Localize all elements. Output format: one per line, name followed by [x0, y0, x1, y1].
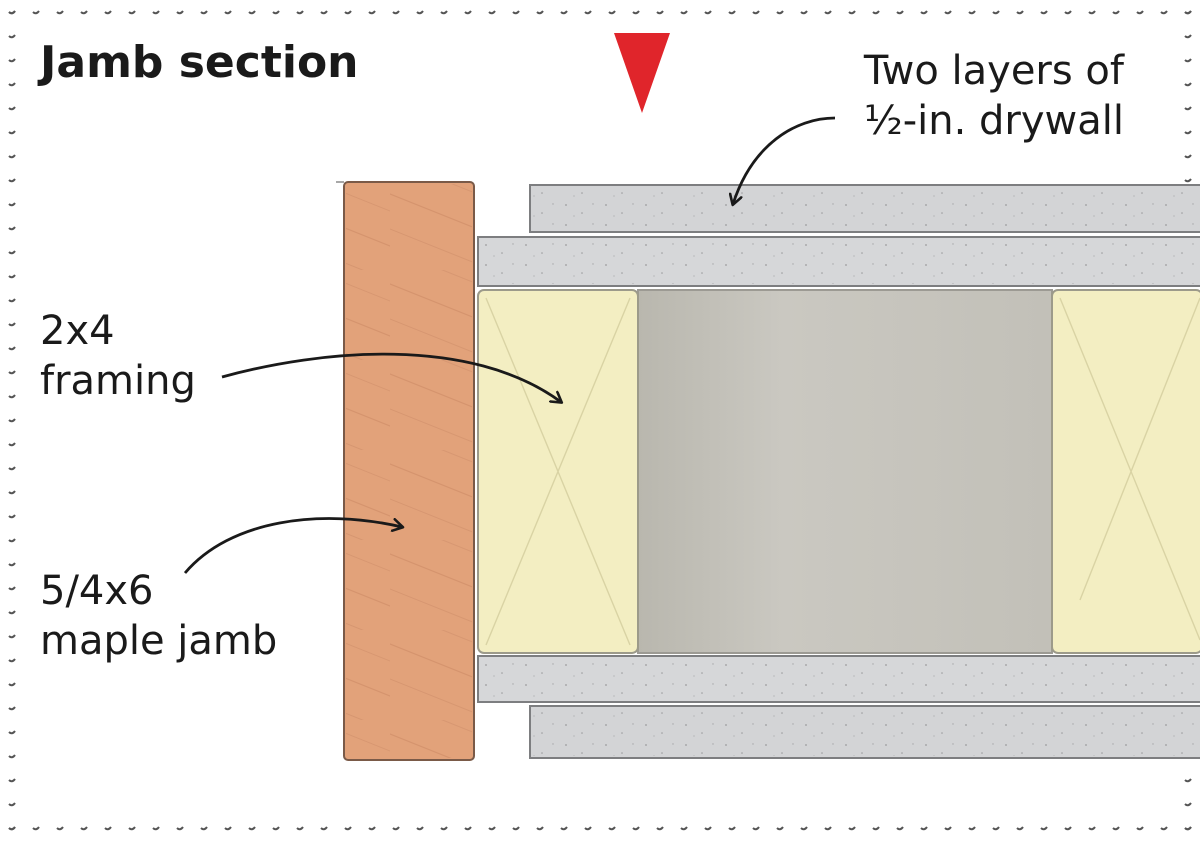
drywall-label: Two layers of ½-in. drywall	[864, 46, 1124, 146]
border-top	[0, 0, 1200, 24]
stud-2x4-right	[1051, 289, 1200, 654]
stud-2x4-left	[477, 289, 639, 654]
framing-label-line-1: 2x4	[40, 308, 115, 354]
maple-jamb	[336, 181, 475, 761]
drywall-label-line-1: Two layers of	[863, 48, 1124, 94]
wall-cavity	[637, 289, 1053, 654]
drywall-outer-top	[529, 184, 1200, 233]
drywall-inner-bottom	[477, 655, 1200, 703]
drywall-curved-arrow-icon	[733, 116, 836, 204]
drywall-outer-bottom	[529, 705, 1200, 759]
jamb-label-line-2: maple jamb	[40, 618, 278, 664]
drywall-label-line-2: ½-in. drywall	[863, 98, 1124, 144]
jamb-curved-arrow-icon	[183, 517, 402, 574]
framing-label: 2x4 framing	[40, 306, 196, 406]
jamb-label: 5/4x6 maple jamb	[40, 566, 277, 666]
framing-curved-arrow-icon	[221, 352, 561, 402]
border-left	[0, 0, 24, 847]
border-bottom	[0, 823, 1200, 847]
red-triangle-icon	[614, 33, 670, 113]
diagram-title: Jamb section	[40, 37, 359, 88]
jamb-label-line-1: 5/4x6	[40, 568, 154, 614]
framing-label-line-2: framing	[40, 358, 196, 404]
drywall-inner-top	[477, 236, 1200, 287]
